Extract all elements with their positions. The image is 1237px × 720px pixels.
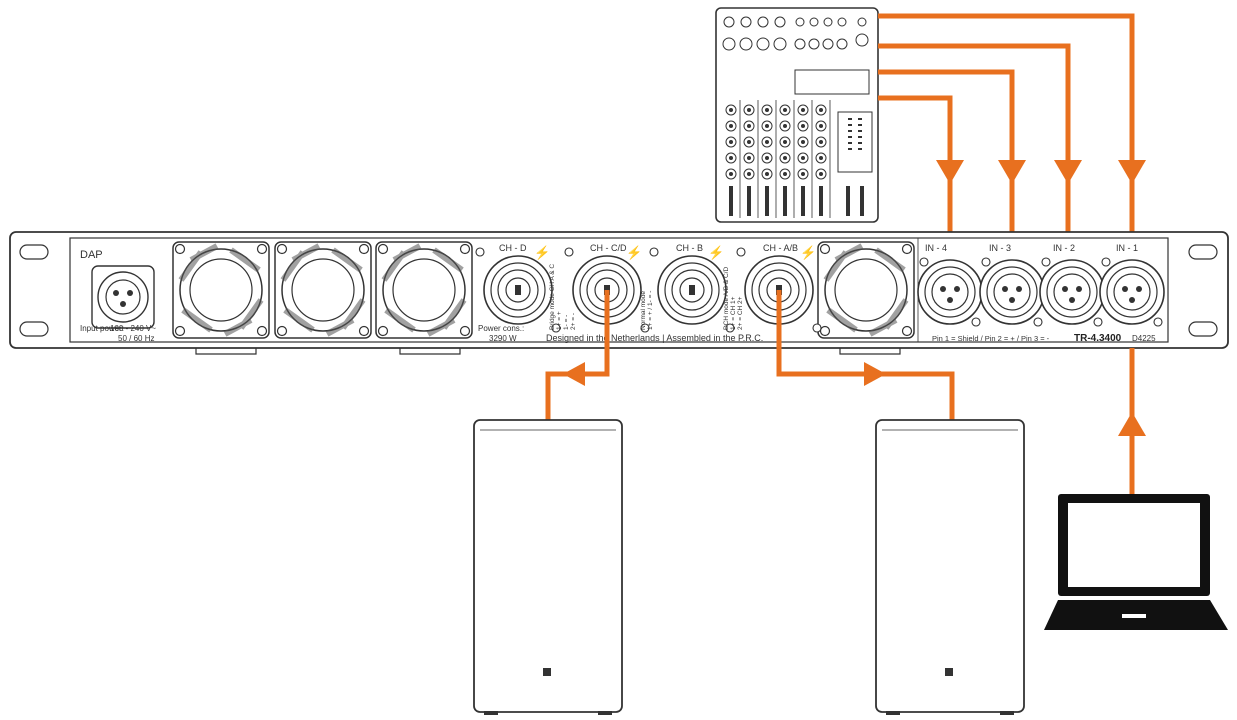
cable-in-2 <box>878 43 1071 268</box>
pin-assignment-text: Pin 1 = Shield / Pin 2 = + / Pin 3 = - <box>932 334 1050 343</box>
arrow-down-icon <box>998 160 1026 184</box>
arrow-left-icon <box>563 362 585 386</box>
svg-text:Normal mode: Normal mode <box>640 291 647 330</box>
cables-mixer-to-amp <box>878 13 1135 268</box>
rack-ear-right <box>1188 244 1218 337</box>
power-input-value: 100 - 240 V~ <box>110 324 156 333</box>
svg-text:2+ = CH 2+: 2+ = CH 2+ <box>737 296 744 330</box>
svg-text:1- = -: 1- = - <box>563 315 570 330</box>
arrow-down-icon <box>1118 160 1146 184</box>
xlr-in-1 <box>1099 257 1165 327</box>
arrow-down-icon <box>1054 160 1082 184</box>
arrow-down-icon <box>936 160 964 184</box>
label-in-4: IN - 4 <box>925 243 947 253</box>
speaker-left <box>473 419 623 715</box>
led-indicator <box>945 668 953 676</box>
fan-icon <box>376 242 472 338</box>
lightning-icon: ⚡ <box>800 245 816 261</box>
label-ch-cd: CH - C/D <box>590 243 627 253</box>
xlr-in-2 <box>1039 257 1105 327</box>
dch-mode-notes: DCH mode A/B & C/D 1+ = CH 1+ 2+ = CH 2+ <box>723 266 744 330</box>
svg-text:2+ = -: 2+ = - <box>570 313 577 330</box>
arrow-up-icon <box>1118 412 1146 436</box>
power-inlet <box>91 265 155 329</box>
speaker-right <box>875 419 1025 715</box>
svg-text:1+ = +: 1+ = + <box>556 311 563 330</box>
label-ch-ab: CH - A/B <box>763 243 798 253</box>
power-cons-value: 3290 W <box>489 334 517 343</box>
lightning-icon: ⚡ <box>626 245 642 261</box>
mixer-input-jacks <box>722 16 869 51</box>
lightning-icon: ⚡ <box>534 245 550 261</box>
fan-icon <box>275 242 371 338</box>
power-cons-label: Power cons.: <box>478 324 524 333</box>
rack-ear-left <box>19 244 49 337</box>
label-ch-b: CH - B <box>676 243 703 253</box>
xlr-in-4 <box>917 257 983 327</box>
cable-in-1 <box>878 13 1135 268</box>
cable-in-3 <box>878 69 1015 268</box>
xlr-in-3 <box>979 257 1045 327</box>
svg-text:Bridge mode CH A & C: Bridge mode CH A & C <box>549 264 556 330</box>
cable-arrows-down <box>936 160 1146 184</box>
fan-icon <box>173 242 269 338</box>
label-in-2: IN - 2 <box>1053 243 1075 253</box>
label-ch-d: CH - D <box>499 243 527 253</box>
amplifier: DAP Input power: 100 - 240 V~ 50 / 60 Hz… <box>9 231 1229 355</box>
svg-text:DCH mode A/B & C/D: DCH mode A/B & C/D <box>723 266 730 330</box>
label-in-1: IN - 1 <box>1116 243 1138 253</box>
svg-text:1+ = + / 1- = -: 1+ = + / 1- = - <box>647 291 654 330</box>
arrow-right-icon <box>864 362 886 386</box>
brand-logo: DAP <box>80 249 103 261</box>
model-name: TR-4.3400 <box>1074 333 1122 344</box>
normal-mode-notes: Normal mode 1+ = + / 1- = - <box>640 291 654 330</box>
power-input-label: Input power: <box>80 324 124 333</box>
model-code: D4225 <box>1132 334 1156 343</box>
label-in-3: IN - 3 <box>989 243 1011 253</box>
mixer-channel-strips <box>725 100 873 218</box>
laptop-icon <box>1044 494 1228 630</box>
origin-text: Designed in the Netherlands | Assembled … <box>546 333 763 343</box>
power-input-freq: 50 / 60 Hz <box>118 334 154 343</box>
mixer <box>715 7 879 223</box>
fan-icon <box>818 242 914 338</box>
svg-text:1+ = CH 1+: 1+ = CH 1+ <box>730 296 737 330</box>
lightning-icon: ⚡ <box>708 245 724 261</box>
amp-feet <box>195 348 901 355</box>
led-indicator <box>543 668 551 676</box>
cable-in-4 <box>878 95 953 268</box>
mixer-display <box>794 69 870 95</box>
bridge-mode-notes: Bridge mode CH A & C 1+ = + 1- = - 2+ = … <box>549 264 577 330</box>
cable-arrows <box>563 362 1146 436</box>
